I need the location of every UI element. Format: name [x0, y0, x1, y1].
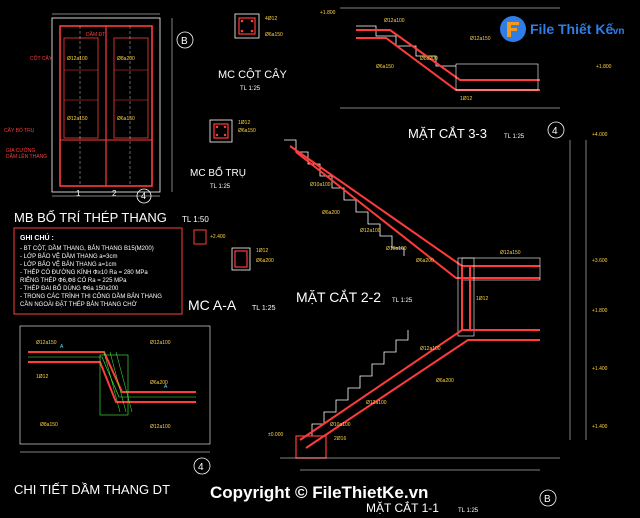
label-cot-cay: CỘT CÂY	[30, 55, 53, 62]
title-mat-cat-11-scale: TL 1:25	[458, 508, 479, 514]
title-mc-bo-tru-scale: TL 1:25	[210, 184, 231, 190]
s33-level-2: +1.800	[596, 64, 612, 70]
aa-rebar-1: 1Ø12	[256, 248, 268, 254]
notes-line-1: - BT CỘT, DẦM THANG, BẢN THANG B15(M200)	[20, 245, 154, 252]
s11-rebar-1: Ø12a100	[420, 346, 441, 352]
beam-detail: A A Ø12a150 Ø12a100 1Ø12 Ø6a200 Ø8a150 Ø…	[19, 325, 211, 475]
beam-rebar-5: Ø8a150	[40, 422, 58, 428]
plan-stair-rebar: DẦM ĐT CỘT CÂY CÂY BỔ TRỤ GIA CƯỜNG DẦM …	[4, 13, 194, 204]
axis-marker-4-beam	[193, 457, 211, 475]
level-4: +1.400	[592, 366, 608, 372]
section-3-3: Ø12a100 Ø12a150 Ø8a200 Ø6a150 1Ø12 +1.80…	[320, 7, 612, 139]
title-mat-cat-22: MẶT CẮT 2-2	[296, 288, 381, 305]
title-mc-cot-cay: MC CỘT CÂY	[218, 68, 288, 81]
beam-rebar-4: Ø6a200	[150, 380, 168, 386]
axis-b-top: B	[181, 36, 188, 47]
title-mat-cat-33: MẶT CẮT 3-3	[408, 126, 487, 141]
s11-rebar-5: 2Ø16	[334, 436, 346, 442]
section-a-a: +2.400 1Ø12 Ø6a200	[193, 229, 274, 271]
beam-rebar-3: 1Ø12	[36, 374, 48, 380]
section-cot-cay: 4Ø12 Ø6a150	[234, 13, 283, 39]
plan-rebar-4: Ø6a150	[117, 116, 135, 122]
s22-rebar-7: 1Ø12	[476, 296, 488, 302]
title-mb-bo-tri: MB BỐ TRÍ THÉP THANG	[14, 210, 167, 225]
axis-marker-4-plan	[136, 188, 152, 204]
cot-rebar-1: 4Ø12	[265, 16, 277, 22]
s22-rebar-1: Ø10a100	[310, 182, 331, 188]
notes-line-5: RIÊNG THÉP Ф6,Ф8 CÓ Ra = 225 MPa	[20, 276, 127, 284]
title-mb-bo-tri-scale: TL 1:50	[182, 215, 209, 224]
axis-1-plan: 1	[76, 189, 81, 198]
notes-line-4: - THÉP CÓ ĐƯỜNG KÍNH Ф≥10 Ra = 280 MPa	[20, 269, 148, 276]
level-3: +1.800	[592, 308, 608, 314]
brand-logo: File Thiết Kế .vn	[498, 10, 632, 48]
s33-level-1: +1.800	[320, 10, 336, 16]
level-6: ±0.000	[268, 432, 283, 438]
notes-box: GHI CHÚ : - BT CỘT, DẦM THANG, BẢN THANG…	[13, 227, 183, 315]
label-dam-len-thang: DẦM LÊN THANG	[6, 152, 47, 160]
title-mat-cat-33-scale: TL 1:25	[504, 134, 525, 140]
axis-marker-b-bottom	[539, 489, 557, 507]
botru-rebar-1: 1Ø12	[238, 120, 250, 126]
title-mc-bo-tru: MC BỔ TRỤ	[190, 166, 246, 179]
axis-b-bottom: B	[544, 494, 551, 505]
s33-rebar-1: Ø12a100	[384, 18, 405, 24]
title-mc-aa-scale: TL 1:25	[252, 305, 276, 312]
axis-4-plan: 4	[141, 191, 146, 201]
section-2-2-and-1-1: Ø10a100 Ø6a200 Ø12a100 Ø10a100 Ø6a200 Ø1…	[268, 132, 608, 507]
aa-level-1: +2.400	[210, 234, 226, 240]
s33-rebar-2: Ø12a150	[470, 36, 491, 42]
s11-rebar-3: Ø12a100	[366, 400, 387, 406]
notes-heading: GHI CHÚ :	[20, 233, 54, 242]
notes-line-2: - LỚP BẢO VỆ DẦM THANG a=3cm	[20, 252, 117, 260]
s22-rebar-5: Ø6a200	[416, 258, 434, 264]
botru-rebar-2: Ø6a150	[238, 128, 256, 134]
plan-rebar-3: Ø12a150	[67, 116, 88, 122]
title-mat-cat-22-scale: TL 1:25	[392, 298, 413, 304]
s33-rebar-5: 1Ø12	[460, 96, 472, 102]
aa-rebar-2: Ø6a200	[256, 258, 274, 264]
notes-line-8: CẦN NGOÀI ĐẶT THÉP BẢN THANG CHỜ	[20, 301, 137, 308]
s22-rebar-6: Ø12a150	[500, 250, 521, 256]
axis-2-plan: 2	[112, 189, 117, 198]
axis-4-beam: 4	[198, 462, 204, 473]
level-1: +4.000	[592, 132, 608, 138]
axis-marker-b-top	[176, 31, 194, 49]
label-gia-cuong: GIA CƯỜNG	[6, 147, 36, 154]
title-mc-cot-cay-scale: TL 1:25	[240, 86, 261, 92]
label-cay-bo-tru: CÂY BỔ TRỤ	[4, 127, 35, 134]
beam-rebar-2: Ø12a100	[150, 340, 171, 346]
logo-name: File Thiết Kế	[530, 21, 613, 37]
cot-rebar-2: Ø6a150	[265, 32, 283, 38]
title-chi-tiet: CHI TIẾT DẦM THANG DT	[14, 482, 170, 497]
beam-label-a1: A	[60, 344, 64, 350]
s11-rebar-4: Ø10a100	[330, 422, 351, 428]
beam-label-a2: A	[164, 384, 168, 390]
plan-rebar-2: Ø8a200	[117, 56, 135, 62]
notes-line-6: - THÉP ĐAI BỐ DÙNG Ф6a 150x200	[20, 285, 119, 292]
plan-rebar-1: Ø12a100	[67, 56, 88, 62]
beam-rebar-1: Ø12a150	[36, 340, 57, 346]
title-mat-cat-11: MẶT CẮT 1-1	[366, 500, 439, 515]
beam-rebar-6: Ø12a100	[150, 424, 171, 430]
s22-rebar-3: Ø12a100	[360, 228, 381, 234]
s11-rebar-2: Ø6a200	[436, 378, 454, 384]
label-dam-thang: DẦM ĐT	[86, 31, 105, 38]
s22-rebar-2: Ø6a200	[322, 210, 340, 216]
level-5: +1.400	[592, 424, 608, 430]
axis-4-s33: 4	[552, 126, 558, 137]
axis-marker-4-s33	[547, 121, 565, 139]
watermark-text: Copyright © FileThietKe.vn	[210, 483, 428, 502]
notes-line-3: - LỚP BẢO VỆ BẢN THANG a=1cm	[20, 260, 116, 268]
notes-line-7: - TRONG CÁC TRÌNH THI CÔNG DẦM BẢN THANG	[20, 293, 162, 300]
s22-rebar-4: Ø10a100	[386, 246, 407, 252]
title-mc-aa: MC A-A	[188, 297, 237, 313]
logo-domain: .vn	[610, 26, 624, 37]
s33-rebar-3: Ø8a200	[420, 56, 438, 62]
level-2: +3.600	[592, 258, 608, 264]
s33-rebar-4: Ø6a150	[376, 64, 394, 70]
section-bo-tru: 1Ø12 Ø6a150	[209, 119, 256, 143]
